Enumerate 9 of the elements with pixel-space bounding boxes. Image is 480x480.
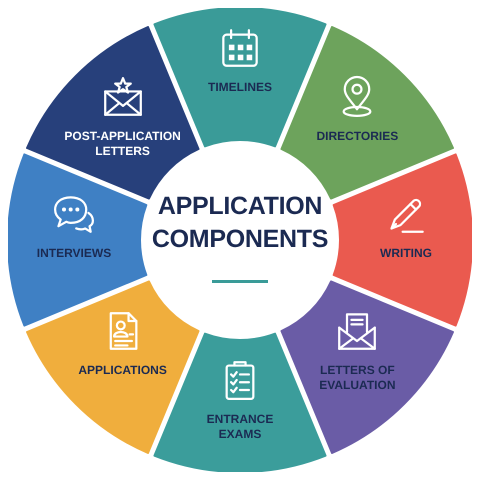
segment-label: WRITING — [379, 246, 433, 261]
segment-label: INTERVIEWS — [36, 246, 112, 261]
segment-label: APPLICATIONS — [77, 363, 168, 378]
segment-label: POST-APPLICATION LETTERS — [63, 128, 182, 159]
center-title: APPLICATION COMPONENTS — [150, 191, 330, 255]
segment-label: TIMELINES — [206, 80, 273, 95]
segment-label: ENTRANCE EXAMS — [206, 412, 274, 442]
segment-label: LETTERS OF EVALUATION — [318, 363, 396, 394]
segment-label: DIRECTORIES — [315, 128, 400, 144]
